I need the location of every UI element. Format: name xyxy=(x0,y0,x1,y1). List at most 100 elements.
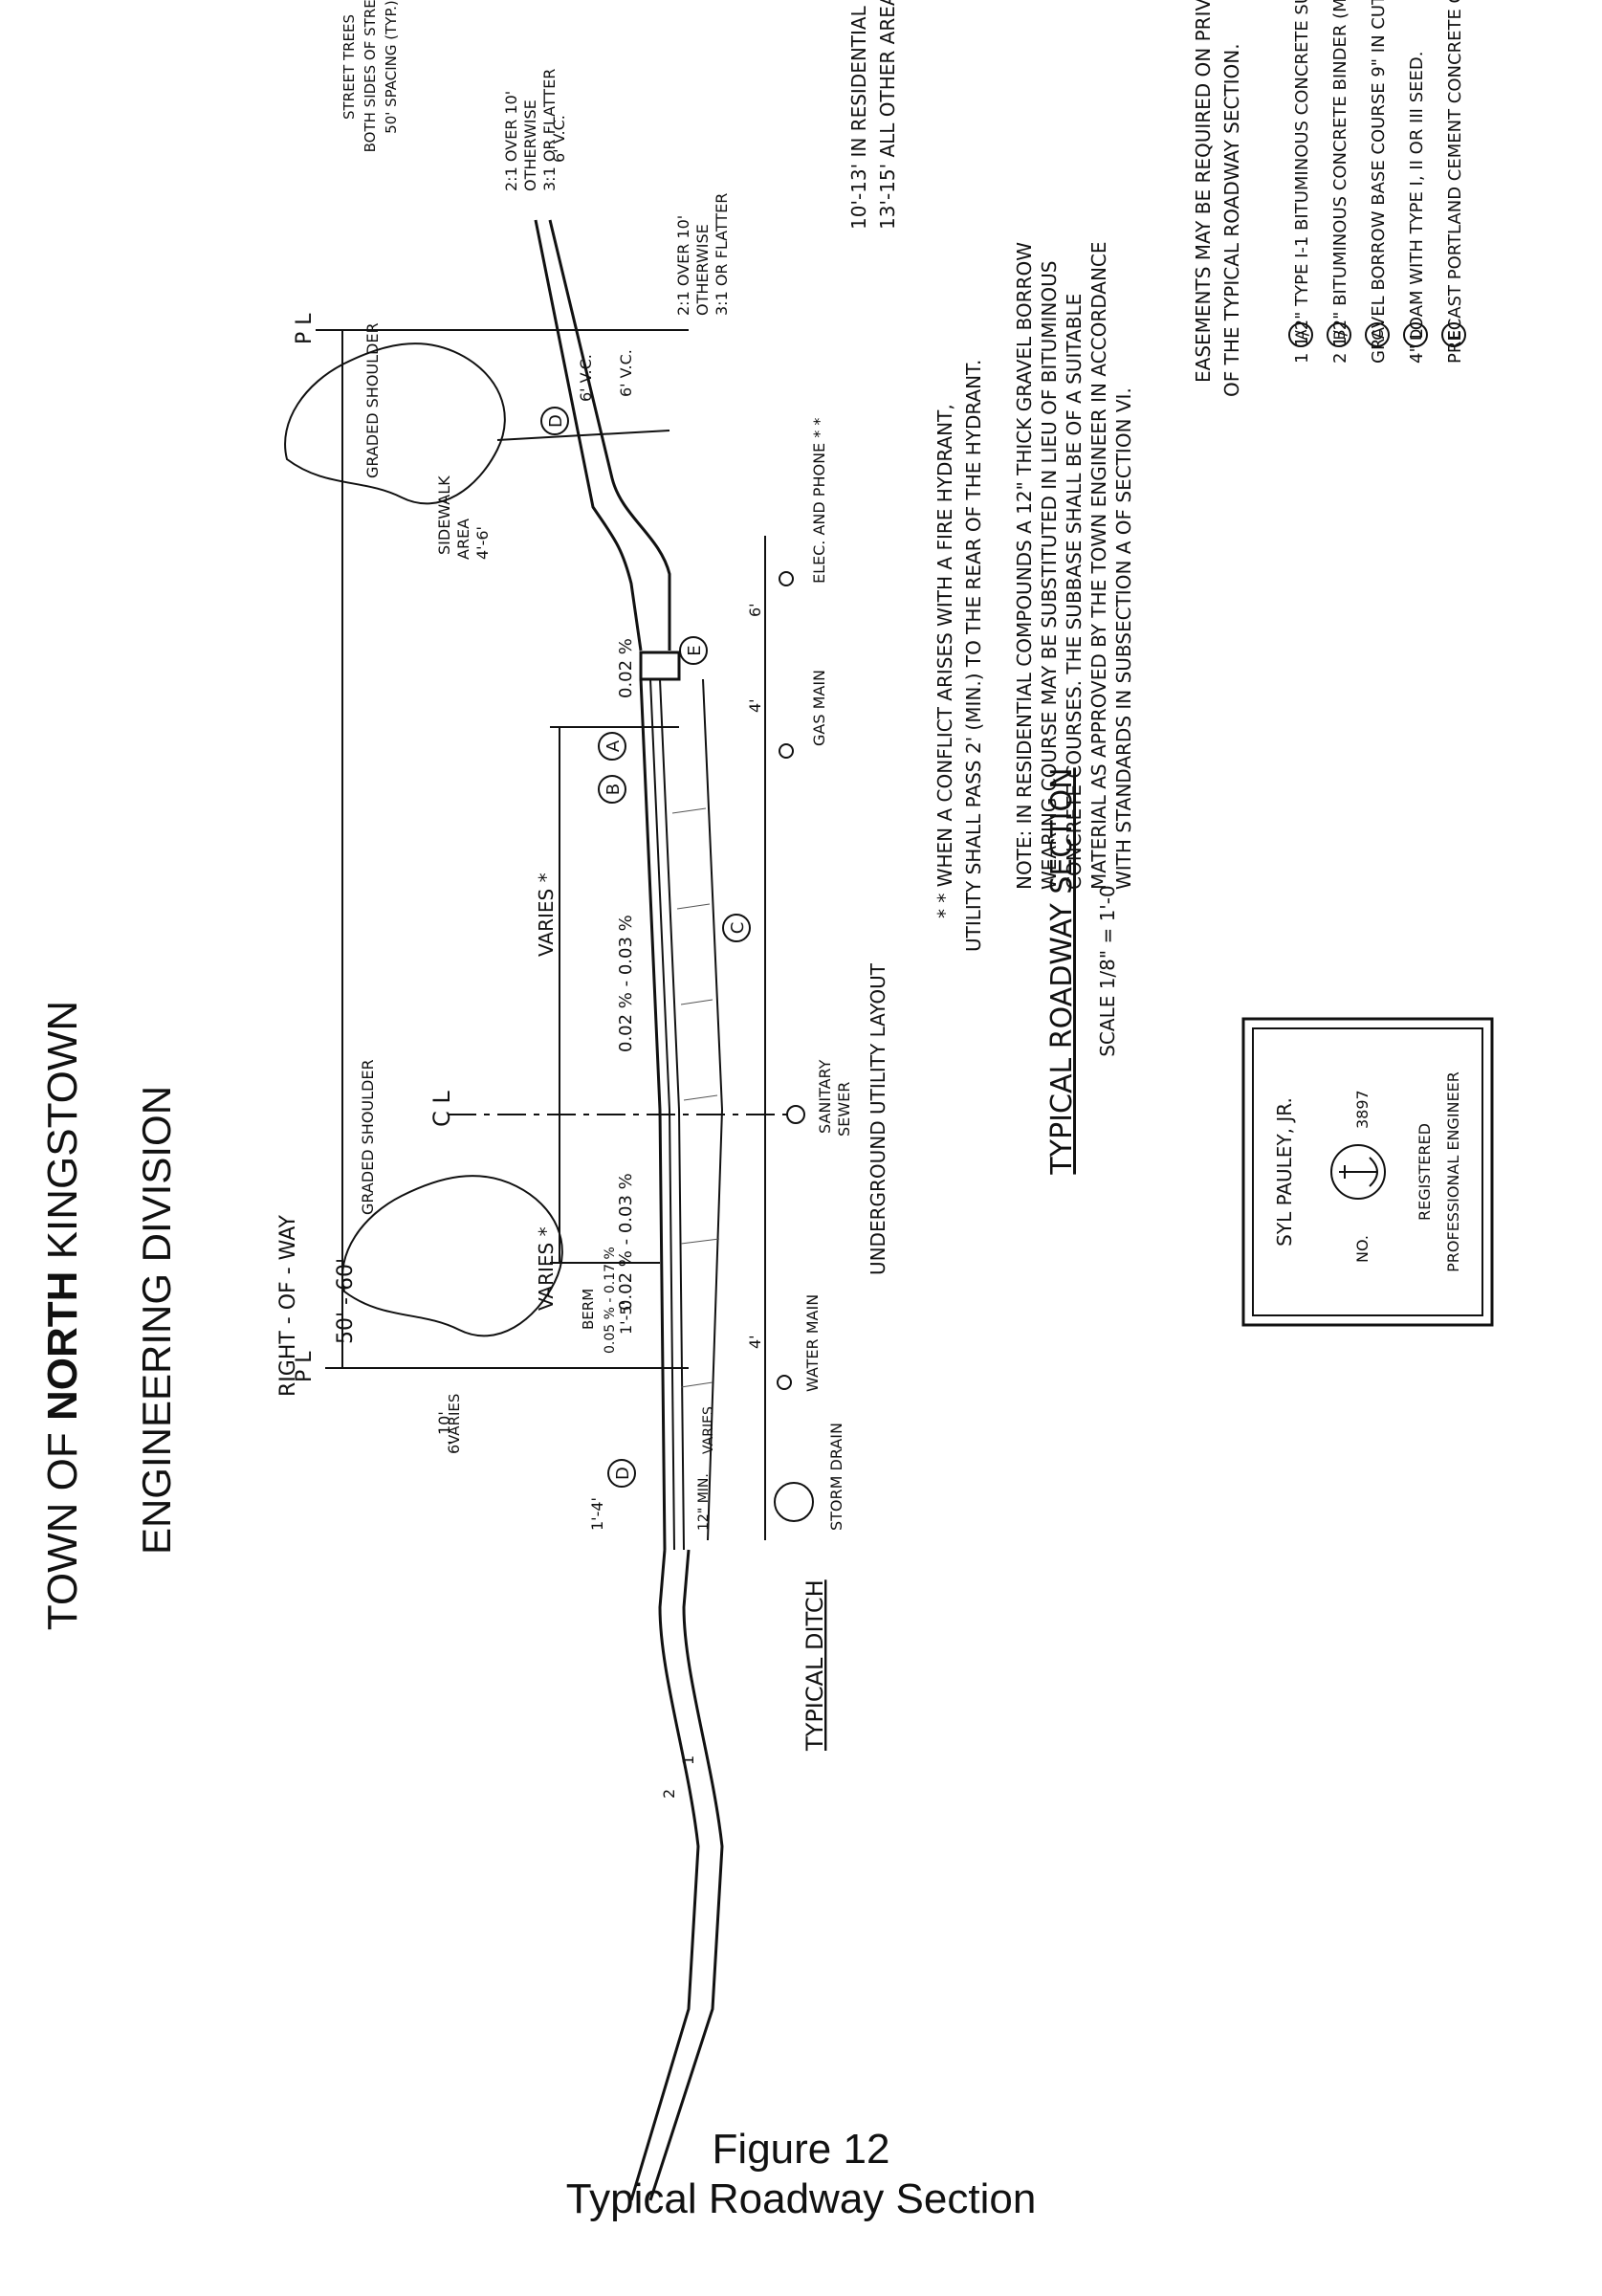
svg-text:NO.: NO. xyxy=(1353,1235,1372,1263)
street-trees-1: STREET TREES xyxy=(340,14,358,120)
six-vc-b: 6' V.C. xyxy=(617,349,635,397)
svg-text:1 1/2" TYPE I-1 BITUMINOUS: 1 1/2" TYPE I-1 BITUMINOUS CONCRETE SURF… xyxy=(1292,0,1312,364)
note-line-1: NOTE: IN RESIDENTIAL COMPOUNDS A 12" THI… xyxy=(1013,242,1036,890)
svg-text:STORM DRAIN: STORM DRAIN xyxy=(827,1423,845,1531)
sidewalk-area-label: AREA xyxy=(454,519,472,560)
figure-title: Typical Roadway Section xyxy=(565,2175,1037,2222)
note-line-3: CONCRETE COURSES. THE SUBBASE SHALL BE O… xyxy=(1063,294,1086,890)
header-line1: TOWN OF NORTH KINGSTOWN xyxy=(39,1001,86,1630)
rotated-drawing: TOWN OF NORTH KINGSTOWN ENGINEERING DIVI… xyxy=(39,0,1494,2201)
svg-text:D: D xyxy=(546,414,566,428)
curb xyxy=(639,651,681,681)
svg-text:C: C xyxy=(1369,329,1387,340)
legend-item-e: E PRECAST PORTLAND CEMENT CONCRETE OR QU… xyxy=(1441,0,1466,364)
hatch xyxy=(676,903,711,910)
svg-text:C: C xyxy=(728,922,748,935)
hydrant-note-2: UTILITY SHALL PASS 2' (MIN.) TO THE REAR… xyxy=(962,360,985,952)
varies-small: VARIES xyxy=(701,1406,716,1454)
six-vc-c: 6' V.C. xyxy=(577,354,595,402)
row-label: RIGHT - OF - WAY xyxy=(276,1214,300,1397)
gas-main: GAS MAIN xyxy=(779,670,828,759)
graded-shoulder-right: GRADED SHOULDER xyxy=(359,1059,377,1215)
callout-e: E xyxy=(679,636,708,665)
svg-text:D: D xyxy=(1407,329,1425,341)
svg-text:GRAVEL BORROW BASE COURSE: GRAVEL BORROW BASE COURSE 9" IN CUT & FI… xyxy=(1369,0,1389,364)
storm-drain: STORM DRAIN xyxy=(774,1423,845,1531)
dim-1-5: 1'-5' xyxy=(617,1301,635,1335)
dim-10: 10' xyxy=(435,1411,453,1435)
slope-note-b1: 2:1 OVER 10' xyxy=(674,215,692,316)
callout-c: C xyxy=(722,914,751,942)
section-title: TYPICAL ROADWAY SECTION xyxy=(1045,767,1079,1175)
anchor-icon xyxy=(1339,1157,1378,1187)
min-12: 12" MIN. xyxy=(696,1473,712,1531)
callout-b: B xyxy=(598,775,626,804)
legend-item-b: B 2 1/2" BITUMINOUS CONCRETE BINDER (MOD… xyxy=(1327,0,1351,364)
street-tree-left xyxy=(284,342,670,505)
sidewalk-label: SIDEWALK xyxy=(435,475,453,555)
hatch xyxy=(680,1381,713,1388)
svg-text:SYL PAULEY, JR.: SYL PAULEY, JR. xyxy=(1273,1097,1296,1247)
hatch xyxy=(671,807,707,814)
hatch xyxy=(683,1094,718,1101)
centerline-label: C L xyxy=(428,1091,455,1127)
slope-note-3: 3:1 OR FLATTER xyxy=(540,69,559,191)
svg-text:A: A xyxy=(1292,329,1310,340)
svg-text:B: B xyxy=(603,784,624,795)
berm-slope: 0.05 % - 0.17 % xyxy=(603,1247,618,1354)
callout-d-right: D xyxy=(607,1459,636,1488)
note-line-5: WITH STANDARDS IN SUBSECTION A OF SECTIO… xyxy=(1112,387,1135,890)
ground-right-bottom xyxy=(648,1549,724,2201)
utility-layout-title: UNDERGROUND UTILITY LAYOUT xyxy=(867,962,889,1275)
dim-4a: 4' xyxy=(746,698,764,713)
svg-text:2 1/2" BITUMINOUS CONCRETE: 2 1/2" BITUMINOUS CONCRETE BINDER (MODIF… xyxy=(1330,0,1350,364)
varies-top: VARIES xyxy=(446,1394,463,1445)
hatch xyxy=(680,1238,720,1245)
residential-line-1: 10'-13' IN RESIDENTIAL COMPOUND xyxy=(847,0,870,230)
slope-left-2: 0.02 % - 0.03 % xyxy=(616,1173,636,1311)
pavement-binder xyxy=(649,678,675,1551)
svg-text:E: E xyxy=(1445,330,1463,340)
sanitary-sewer: SANITARY SEWER xyxy=(786,1059,853,1137)
dim-4b: 4' xyxy=(746,1335,764,1349)
slope-left-1: 0.02 % xyxy=(616,638,636,698)
svg-text:B: B xyxy=(1330,330,1349,341)
dim-1-4: 1'-4' xyxy=(588,1497,606,1531)
gravel-base-top xyxy=(659,678,685,1551)
ditch-one: 1 xyxy=(679,1755,697,1765)
slope-note-b2: OTHERWISE xyxy=(693,224,712,316)
section-scale: SCALE 1/8" = 1'-0 xyxy=(1096,885,1119,1057)
water-main: WATER MAIN xyxy=(777,1294,822,1392)
typical-ditch-title: TYPICAL DITCH xyxy=(801,1579,828,1752)
dim-6b: 6' xyxy=(445,1440,463,1454)
state-seal-icon xyxy=(1330,1144,1386,1200)
legend-item-c: C GRAVEL BORROW BASE COURSE 9" IN CUT & … xyxy=(1365,0,1390,364)
callout-d-left: D xyxy=(540,407,569,435)
note-line-4: MATERIAL AS APPROVED BY THE TOWN ENGINEE… xyxy=(1087,241,1110,890)
pl-left-label: P L xyxy=(293,1351,317,1382)
svg-text:GAS MAIN: GAS MAIN xyxy=(810,670,828,746)
hatch xyxy=(680,999,713,1005)
varies-right: VARIES * xyxy=(535,872,558,957)
svg-text:3897: 3897 xyxy=(1353,1090,1372,1129)
svg-text:ELEC. AND PHONE * *: ELEC. AND PHONE * * xyxy=(810,418,828,584)
figure-number: Figure 12 xyxy=(712,2126,890,2173)
street-tree-right xyxy=(341,1175,650,1337)
header-line2: ENGINEERING DIVISION xyxy=(134,1086,179,1555)
elec-phone: ELEC. AND PHONE * * xyxy=(779,418,828,586)
engineer-stamp: SYL PAULEY, JR. NO. 3897 REGISTERED PROF… xyxy=(1241,1017,1494,1327)
sidewalk-width: 4'-6' xyxy=(473,526,492,560)
slope-right-1: 0.02 % - 0.03 % xyxy=(616,915,636,1052)
street-trees-2: BOTH SIDES OF STREET xyxy=(362,0,379,152)
svg-text:REGISTERED: REGISTERED xyxy=(1415,1123,1434,1221)
pavement-surface xyxy=(639,678,667,1551)
svg-text:D: D xyxy=(613,1467,633,1480)
svg-text:PROFESSIONAL ENGINEER: PROFESSIONAL ENGINEER xyxy=(1444,1071,1462,1272)
callout-a: A xyxy=(598,732,626,761)
row-width: 50' - 60' xyxy=(334,1258,358,1344)
street-trees-3: 50' SPACING (TYP.) xyxy=(383,0,400,134)
legend-item-d: D 4" LOAM WITH TYPE I, II OR III SEED. xyxy=(1403,52,1428,364)
graded-shoulder-left: GRADED SHOULDER xyxy=(363,322,382,478)
residential-line-2: 13'-15' ALL OTHER AREAS xyxy=(876,0,899,230)
